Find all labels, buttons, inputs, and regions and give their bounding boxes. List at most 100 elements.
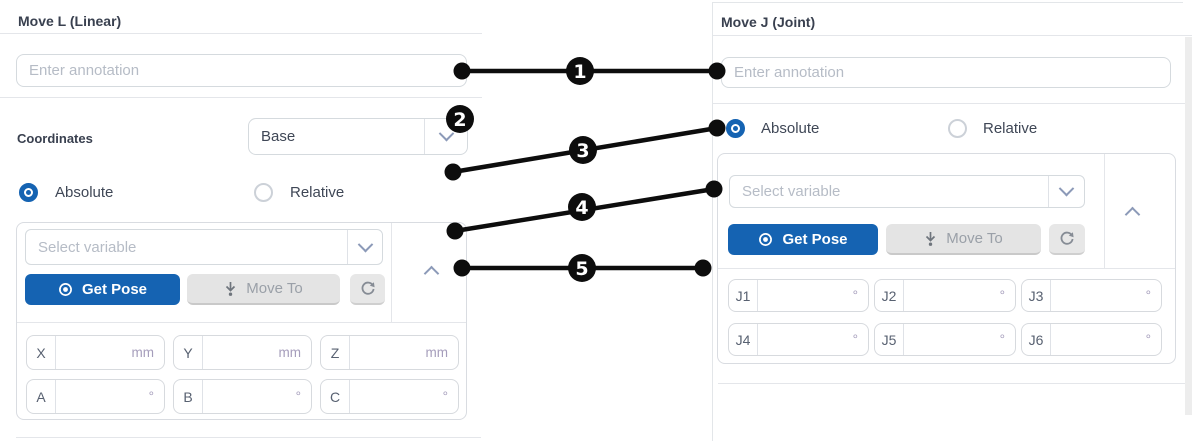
collapse-section-button[interactable] [1124, 206, 1140, 222]
variable-dropdown-caret[interactable] [1048, 176, 1084, 207]
coordinates-dropdown[interactable]: Base [248, 118, 468, 155]
field-label: J6 [1022, 324, 1051, 355]
b-input[interactable] [203, 380, 296, 413]
j2-input[interactable] [904, 280, 1000, 311]
relative-radio-option[interactable]: Relative [254, 183, 344, 202]
move-to-button[interactable]: Move To [886, 224, 1041, 255]
field-label: J2 [875, 280, 904, 311]
variable-dropdown-placeholder: Select variable [742, 183, 841, 200]
radio-unselected-icon[interactable] [254, 183, 273, 202]
coordinates-dropdown-caret[interactable] [424, 119, 467, 154]
variable-dropdown[interactable]: Select variable [25, 229, 383, 265]
move-j-panel-title: Move J (Joint) [721, 14, 816, 30]
field-label: J5 [875, 324, 904, 355]
y-input[interactable] [203, 336, 279, 369]
get-pose-label: Get Pose [81, 281, 148, 298]
divider [718, 268, 1175, 269]
divider [0, 33, 482, 34]
svg-text:4: 4 [575, 197, 588, 219]
x-input[interactable] [56, 336, 132, 369]
x-field: X mm [26, 335, 165, 370]
get-pose-label: Get Pose [782, 231, 848, 248]
divider [0, 97, 482, 98]
field-label: J3 [1022, 280, 1051, 311]
a-input[interactable] [56, 380, 149, 413]
j1-field: J1 ° [728, 279, 869, 312]
callout-badge-3 [569, 136, 597, 164]
card-left-border [712, 2, 713, 441]
a-field: A ° [26, 379, 165, 414]
field-unit: ° [1145, 288, 1151, 303]
target-icon [759, 233, 773, 246]
field-unit: mm [278, 345, 302, 360]
move-down-icon [926, 231, 936, 246]
svg-text:5: 5 [575, 258, 588, 280]
callout-badge-4 [568, 193, 596, 221]
callout-line-4 [454, 186, 715, 234]
field-unit: ° [442, 389, 448, 404]
j6-field: J6 ° [1021, 323, 1162, 356]
c-input[interactable] [350, 380, 443, 413]
j4-input[interactable] [758, 324, 853, 355]
radio-unselected-icon[interactable] [948, 119, 967, 138]
field-unit: ° [999, 288, 1005, 303]
field-label: C [321, 380, 350, 413]
radio-selected-icon[interactable] [19, 183, 38, 202]
callout-dot [444, 163, 462, 181]
coordinates-dropdown-value: Base [261, 128, 296, 145]
j1-input[interactable] [758, 280, 853, 311]
move-l-panel-title: Move L (Linear) [18, 13, 122, 29]
y-field: Y mm [173, 335, 312, 370]
field-label: A [27, 380, 56, 413]
svg-text:3: 3 [576, 140, 589, 162]
j4-field: J4 ° [728, 323, 869, 356]
move-to-button[interactable]: Move To [187, 274, 340, 305]
annotation-field-wrap [16, 54, 467, 87]
annotation-input[interactable] [721, 57, 1171, 88]
field-label: Z [321, 336, 350, 369]
callout-badge-1 [566, 57, 594, 85]
absolute-radio-option[interactable]: Absolute [726, 119, 819, 138]
chevron-down-icon [438, 125, 454, 142]
divider [713, 103, 1185, 104]
annotation-input[interactable] [16, 54, 467, 87]
variable-dropdown-placeholder: Select variable [38, 238, 137, 256]
field-unit: ° [852, 288, 858, 303]
divider [718, 383, 1185, 384]
field-unit: mm [131, 345, 155, 360]
get-pose-button[interactable]: Get Pose [728, 224, 878, 255]
j5-field: J5 ° [874, 323, 1016, 356]
collapse-section-button[interactable] [423, 265, 439, 281]
b-field: B ° [173, 379, 312, 414]
variable-dropdown-caret[interactable] [347, 230, 382, 264]
refresh-icon [1060, 231, 1074, 245]
relative-radio-option[interactable]: Relative [948, 119, 1037, 138]
move-down-icon [226, 281, 236, 296]
field-unit: ° [1145, 332, 1151, 347]
card-top-border [712, 2, 1183, 3]
z-field: Z mm [320, 335, 459, 370]
refresh-button[interactable] [350, 274, 385, 305]
field-label: Y [174, 336, 203, 369]
chevron-down-icon [357, 236, 373, 252]
absolute-radio-option[interactable]: Absolute [19, 183, 113, 202]
refresh-button[interactable] [1049, 224, 1085, 255]
get-pose-button[interactable]: Get Pose [25, 274, 180, 305]
variable-dropdown[interactable]: Select variable [729, 175, 1085, 208]
j6-input[interactable] [1051, 324, 1146, 355]
coordinates-label: Coordinates [17, 131, 93, 146]
radio-selected-icon[interactable] [726, 119, 745, 138]
absolute-radio-label: Absolute [55, 184, 114, 201]
z-input[interactable] [350, 336, 426, 369]
relative-radio-label: Relative [983, 120, 1038, 137]
field-unit: ° [852, 332, 858, 347]
move-to-label: Move To [946, 230, 1003, 247]
field-unit: ° [295, 389, 301, 404]
svg-text:1: 1 [573, 61, 586, 83]
j5-input[interactable] [904, 324, 1000, 355]
scrollbar[interactable] [1185, 37, 1192, 415]
j3-input[interactable] [1051, 280, 1146, 311]
divider [391, 223, 392, 322]
callout-dot [694, 259, 712, 277]
field-label: J1 [729, 280, 758, 311]
